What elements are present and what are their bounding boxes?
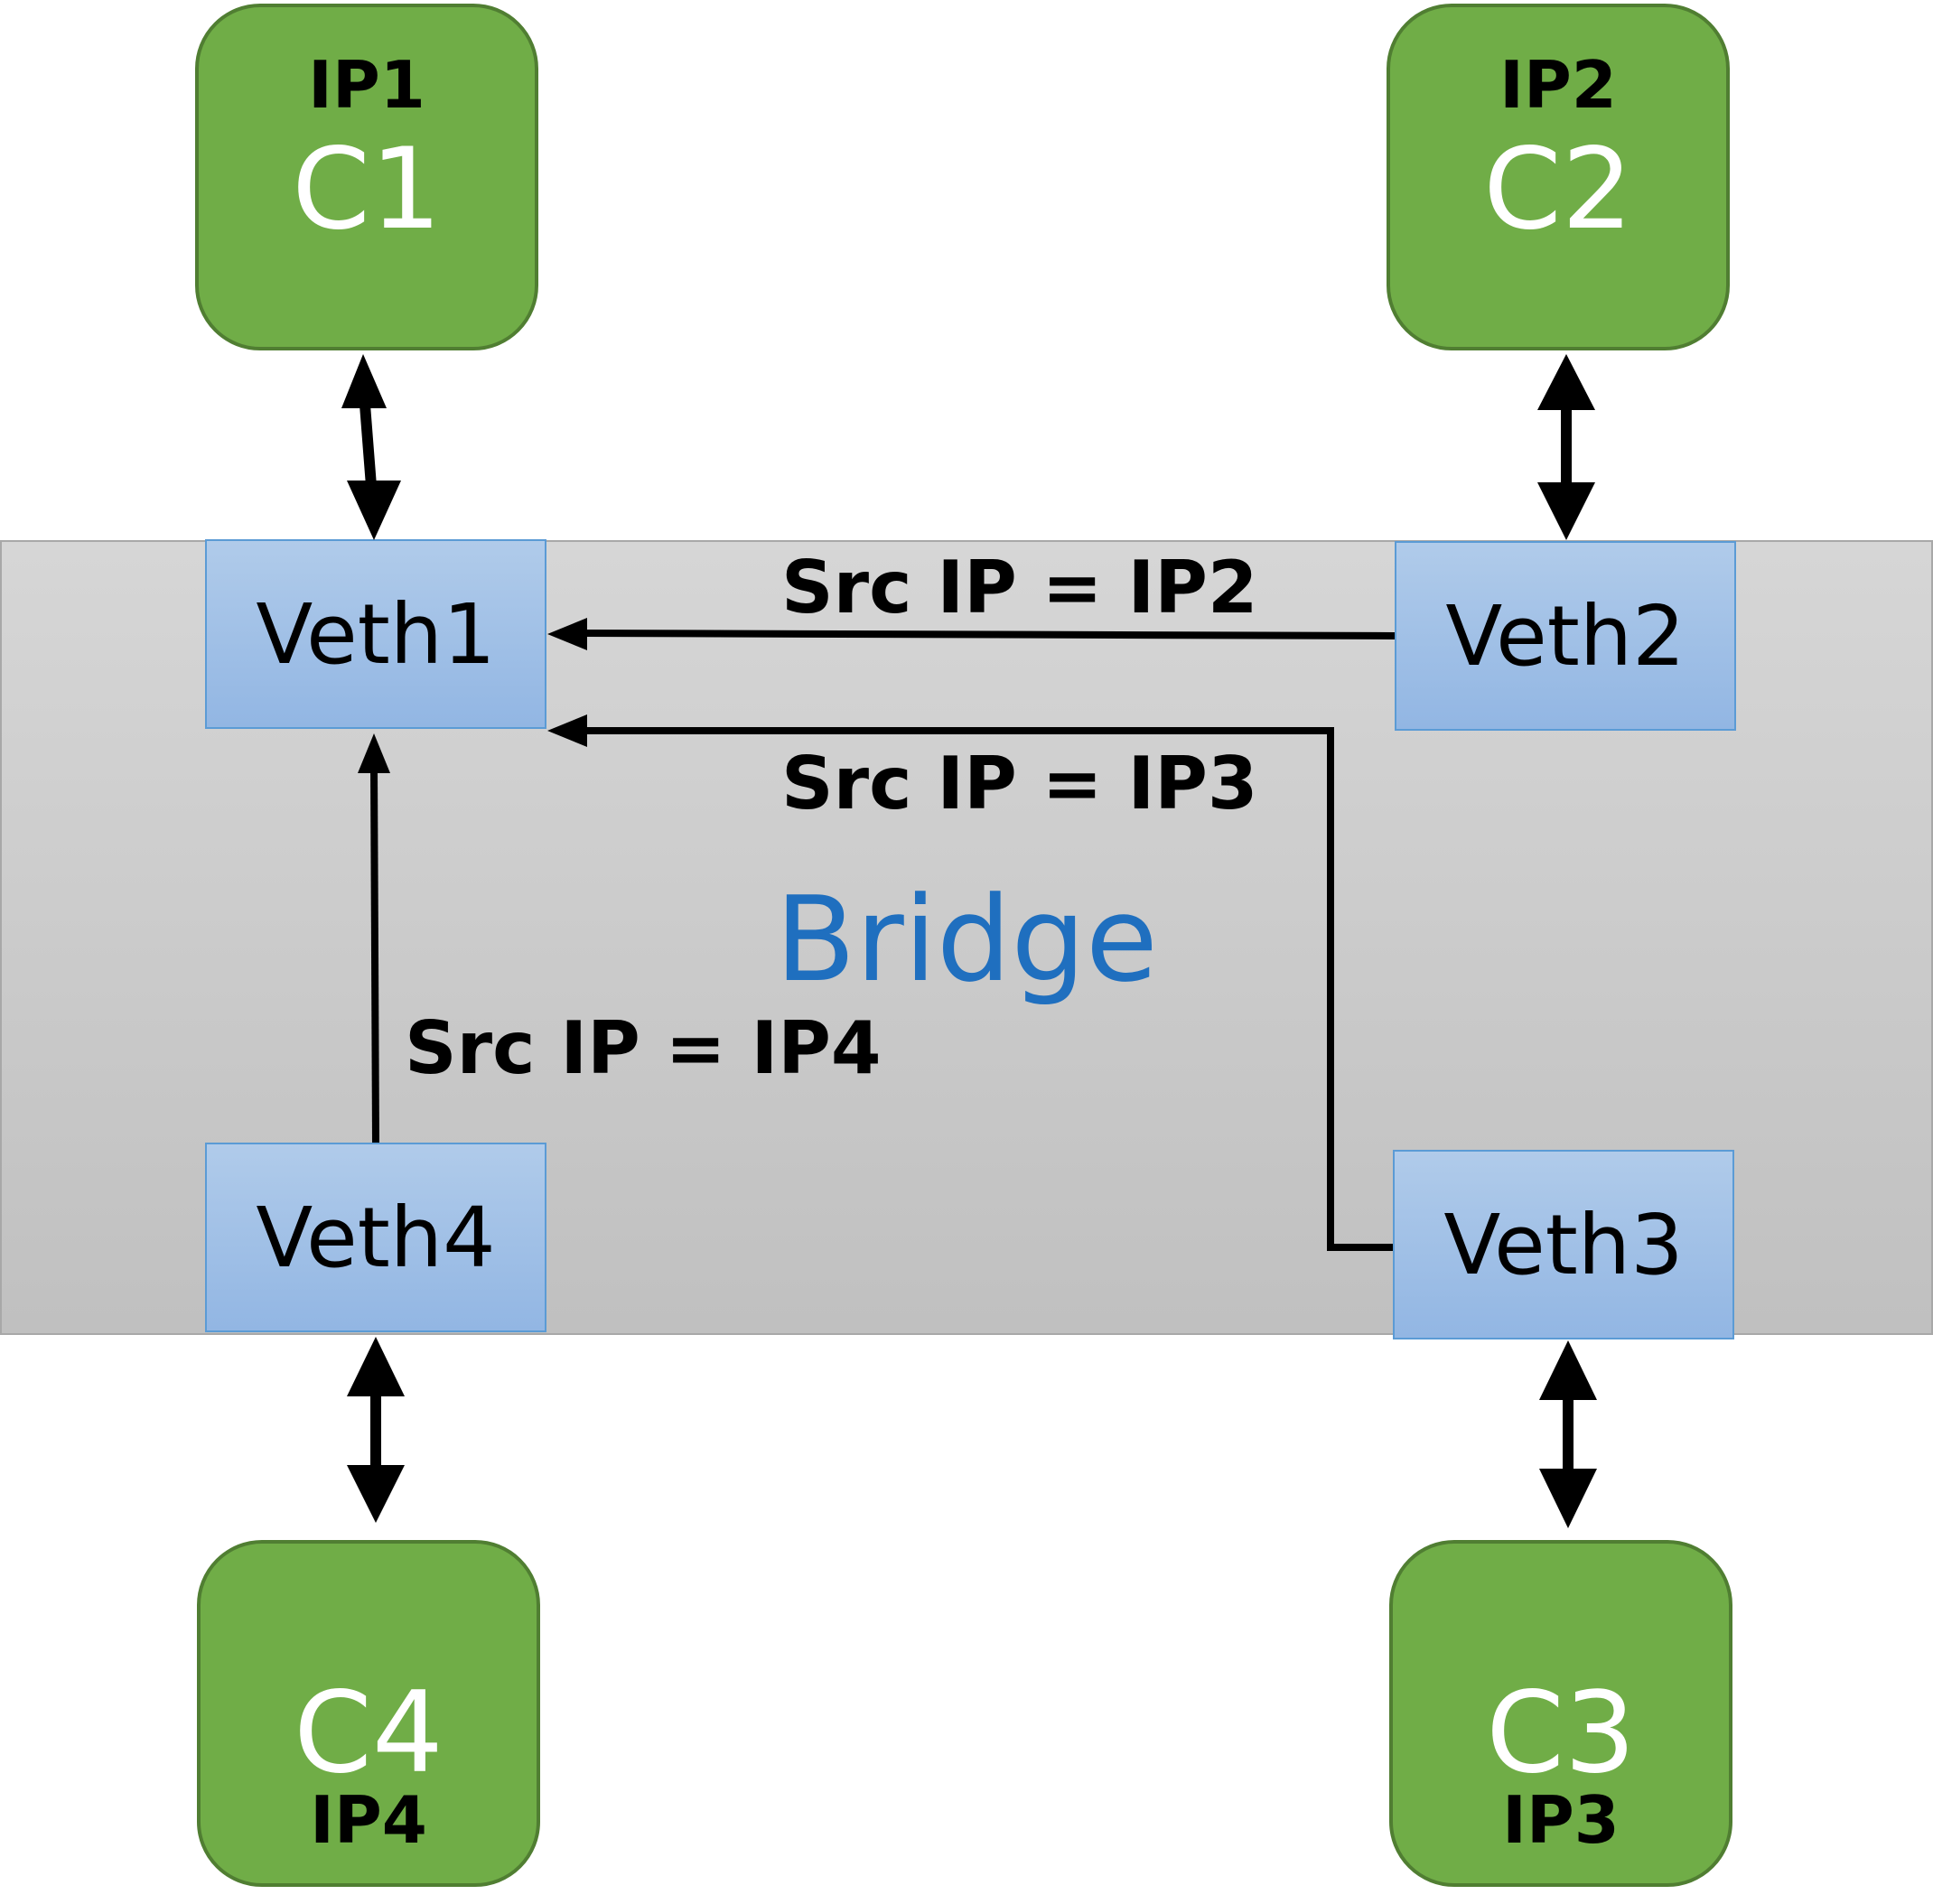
flow-veth4-to-veth1 <box>370 765 379 1143</box>
arrowhead-veth1-down <box>347 481 401 540</box>
flow-veth2-to-veth1 <box>580 630 1396 639</box>
container-c4[interactable]: C4 IP4 <box>197 1540 540 1887</box>
arrowhead-veth4-up <box>347 1337 405 1396</box>
arrowhead-flow-ip3 <box>547 714 587 747</box>
flow-label-ip3: Src IP = IP3 <box>781 742 1258 826</box>
veth2[interactable]: Veth2 <box>1395 541 1736 731</box>
flow-veth3-to-veth1 <box>581 727 1393 1251</box>
flow-label-ip2: Src IP = IP2 <box>781 546 1258 630</box>
veth4[interactable]: Veth4 <box>205 1143 546 1332</box>
arrowhead-c1-up <box>341 354 387 408</box>
arrowhead-c4-down <box>347 1465 405 1523</box>
container-c2[interactable]: IP2 C2 <box>1387 4 1730 350</box>
veth1[interactable]: Veth1 <box>205 539 546 729</box>
arrowhead-veth3-up <box>1539 1340 1597 1400</box>
arrowhead-flow-ip4 <box>358 733 390 773</box>
container-c2-ip: IP2 <box>1499 47 1617 123</box>
flow-label-ip4: Src IP = IP4 <box>405 1006 882 1090</box>
container-c1-ip: IP1 <box>308 47 425 123</box>
container-c3-name: C3 <box>1486 1668 1636 1798</box>
container-c1[interactable]: IP1 C1 <box>195 4 538 350</box>
link-c1-veth1 <box>360 404 377 487</box>
arrowhead-veth2-down <box>1537 482 1595 540</box>
container-c2-name: C2 <box>1483 125 1633 255</box>
bridge-label: Bridge <box>775 871 1158 1008</box>
arrowhead-flow-ip2 <box>547 618 587 650</box>
arrowhead-c3-down <box>1539 1469 1597 1528</box>
container-c4-name: C4 <box>294 1668 444 1798</box>
container-c4-ip: IP4 <box>310 1782 427 1858</box>
veth3[interactable]: Veth3 <box>1393 1150 1734 1339</box>
arrowhead-c2-up <box>1537 354 1595 410</box>
container-c1-name: C1 <box>292 125 442 255</box>
container-c3[interactable]: C3 IP3 <box>1389 1540 1732 1887</box>
container-c3-ip: IP3 <box>1502 1782 1620 1858</box>
